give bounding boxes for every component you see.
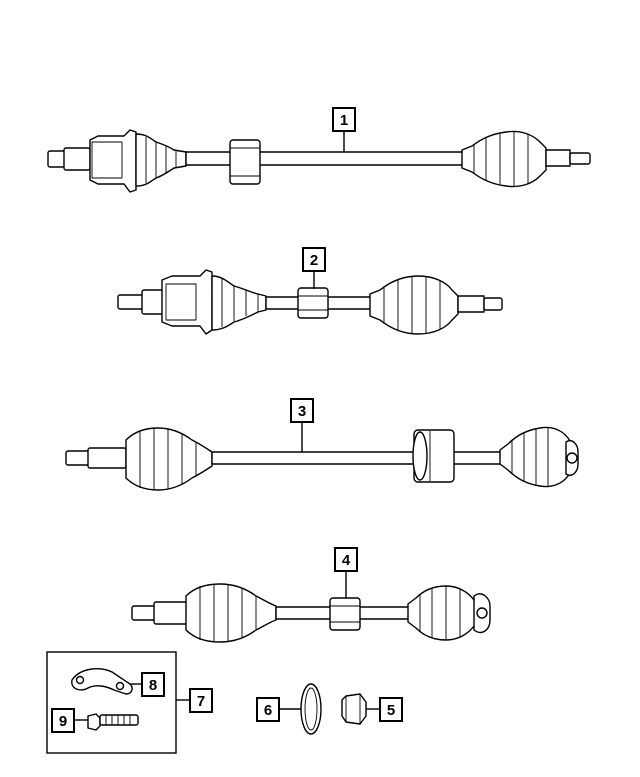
svg-text:8: 8 [149,677,157,694]
retainer-clip-part [71,668,133,695]
drive-shaft-assembly-1 [47,129,591,193]
kit-group-box [46,651,177,754]
svg-text:6: 6 [264,702,272,719]
boot-clamp-part [300,683,322,735]
svg-text:7: 7 [197,693,205,710]
drive-shaft-assembly-2 [117,269,503,335]
callout-3: 3 [290,398,314,423]
bolt-part [87,713,139,731]
callout-9: 9 [51,708,75,733]
callout-1: 1 [332,107,356,132]
svg-text:2: 2 [310,252,318,269]
callout-8: 8 [141,672,165,697]
callout-6: 6 [256,697,280,722]
svg-text:5: 5 [387,702,395,719]
drive-shaft-assembly-4 [131,583,491,643]
svg-text:1: 1 [340,112,348,129]
callout-4: 4 [334,547,358,572]
callout-5: 5 [379,697,403,722]
svg-text:9: 9 [59,713,67,730]
callout-2: 2 [302,247,326,272]
svg-text:3: 3 [298,403,306,420]
callout-7: 7 [189,688,213,713]
hub-nut-part [341,693,367,725]
drive-shaft-assembly-3 [65,426,579,491]
svg-text:4: 4 [342,552,351,569]
